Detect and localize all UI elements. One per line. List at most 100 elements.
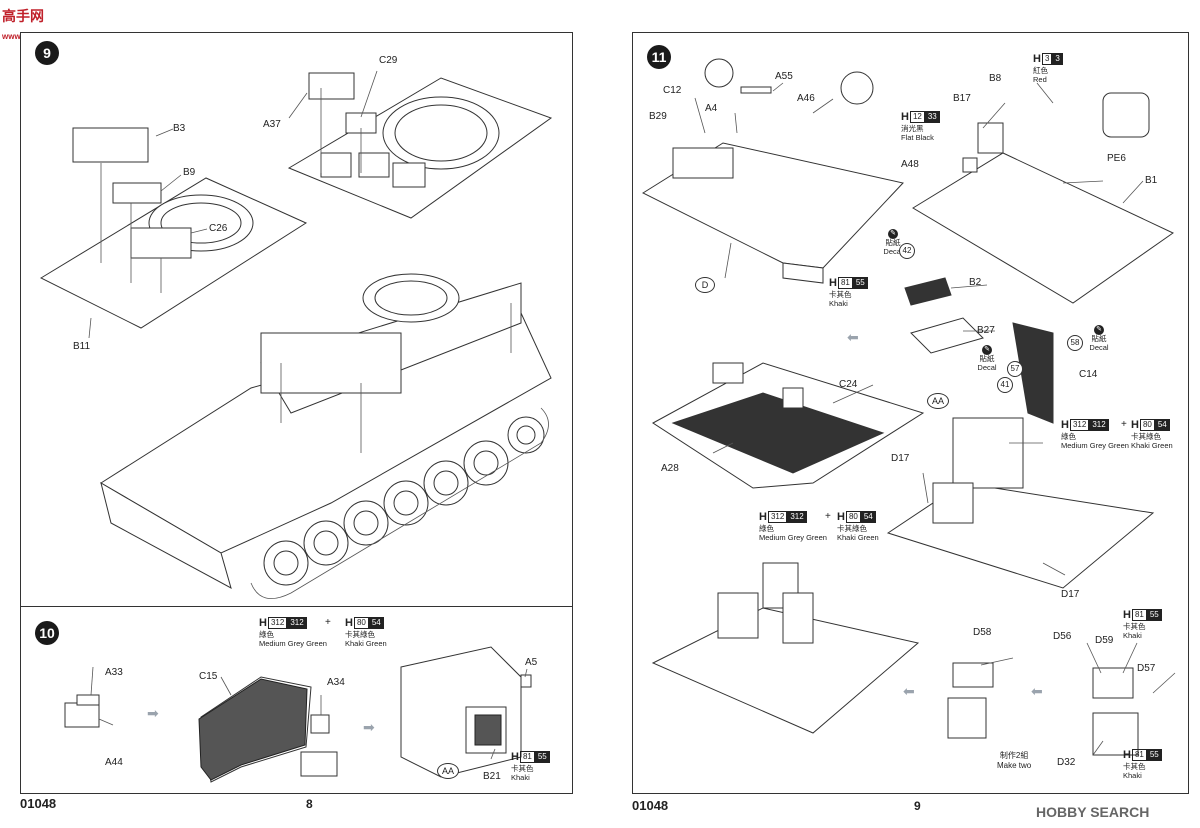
paint-name-cn: 卡其色 [1123, 762, 1146, 771]
label-b1: B1 [1145, 175, 1158, 186]
decal-number-42: 42 [899, 243, 915, 259]
paint-number: 81 [519, 751, 535, 763]
paint-b2: H 81 55 卡其色 Khaki [829, 277, 889, 311]
paint-number-dark: 312 [787, 511, 807, 523]
paint-name-cn: 綠色 [759, 524, 774, 533]
decal-name-cn: 貼紙 [885, 238, 901, 247]
paint-number: 3 [1041, 53, 1053, 65]
step11-number: 11 [647, 45, 671, 69]
paint-name-en: Khaki [829, 298, 848, 308]
paint-name-en: Medium Grey Green [1061, 440, 1129, 450]
paint-number: 312 [267, 617, 288, 629]
label-a46: A46 [797, 93, 815, 104]
paint-name-en: Khaki [1123, 770, 1142, 780]
paint-number: 312 [1069, 419, 1090, 431]
flow-arrow-icon: ➡ [147, 705, 159, 721]
decal-42: ✎ 貼紙 Decal [873, 229, 913, 256]
paint-mix-c14: H 312 312 綠色 Medium Grey Green + H 80 54… [1061, 419, 1185, 459]
paint-name-en: Red [1033, 74, 1047, 84]
paint-number-dark: 55 [852, 277, 868, 289]
right-page-number: 9 [914, 799, 921, 813]
paint-code-h: H [829, 277, 837, 289]
flow-arrow-icon: ➡ [363, 719, 375, 735]
decal-name-cn: 貼紙 [979, 354, 995, 363]
label-d59: D59 [1095, 635, 1114, 646]
label-a44: A44 [105, 757, 123, 768]
paint-name-cn: 卡其綠色 [837, 524, 867, 533]
paint-code-h: H [1123, 609, 1131, 621]
paint-code-h: H [259, 617, 267, 629]
decal-number-57: 57 [1007, 361, 1023, 377]
decal-icon: ✎ [888, 229, 898, 239]
paint-d32: H 81 55 卡其色 Khaki [1123, 749, 1183, 783]
label-a55: A55 [775, 71, 793, 82]
label-a28: A28 [661, 463, 679, 474]
paint-code-h: H [511, 751, 519, 763]
callout-aa: AA [437, 763, 459, 779]
label-b17: B17 [953, 93, 971, 104]
decal-icon: ✎ [982, 345, 992, 355]
label-b9: B9 [183, 167, 196, 178]
watermark-name: 高手网 [2, 8, 44, 24]
step9-drawing [39, 70, 553, 600]
paint-name-cn: 卡其色 [1123, 622, 1146, 631]
paint-name-cn: 卡其綠色 [1131, 432, 1161, 441]
left-page: 9 [0, 0, 590, 828]
flow-arrow-icon: ⬅ [903, 683, 915, 699]
paint-number-dark: 55 [1146, 609, 1162, 621]
paint-number: 81 [837, 277, 853, 289]
paint-number: 312 [767, 511, 788, 523]
paint-number-dark: 55 [1146, 749, 1162, 761]
label-a4: A4 [705, 103, 718, 114]
paint-number-dark: 33 [924, 111, 940, 123]
paint-name-cn: 紅色 [1033, 66, 1048, 75]
plus-sign: + [325, 617, 331, 628]
label-b8: B8 [989, 73, 1002, 84]
hobby-search-text: HOBBY SEARCH [1036, 804, 1150, 820]
step11-drawing [641, 58, 1176, 756]
paint-code-h: H [1061, 419, 1069, 431]
step10-drawing [64, 646, 532, 783]
paint-name-cn: 綠色 [259, 630, 274, 639]
paint-name-en: Khaki [511, 772, 530, 782]
make-two-en: Make two [997, 761, 1032, 770]
decal-name-en: Decal [1089, 342, 1109, 352]
paint-number: 80 [1139, 419, 1155, 431]
paint-number-dark: 54 [1154, 419, 1170, 431]
right-page: 11 [600, 0, 1200, 828]
left-page-code: 01048 [20, 796, 57, 811]
label-b11: B11 [73, 341, 91, 352]
decal-number-58: 58 [1067, 335, 1083, 351]
paint-number-dark: 54 [860, 511, 876, 523]
paint-number-dark: 54 [368, 617, 384, 629]
paint-number: 12 [909, 111, 925, 123]
flow-arrow-icon: ⬅ [1031, 683, 1043, 699]
decal-58: ✎ 貼紙 Decal [1079, 325, 1119, 352]
paint-number-dark: 312 [287, 617, 307, 629]
label-d56: D56 [1053, 631, 1072, 642]
paint-name-en: Khaki Green [1131, 440, 1173, 450]
paint-red: H 3 3 紅色 Red [1033, 53, 1093, 87]
paint-number: 80 [845, 511, 861, 523]
paint-name-en: Khaki Green [345, 638, 387, 648]
paint-b21: H 81 55 卡其色 Khaki [511, 751, 567, 785]
paint-code-h: H [901, 111, 909, 123]
paint-name-cn: 消光黑 [901, 124, 924, 133]
decal-icon: ✎ [1094, 325, 1104, 335]
label-c26: C26 [209, 223, 228, 234]
paint-name-en: Flat Black [901, 132, 934, 142]
label-c12: C12 [663, 85, 682, 96]
label-b21: B21 [483, 771, 501, 782]
label-b27: B27 [977, 325, 995, 336]
label-c15: C15 [199, 671, 218, 682]
paint-code-h: H [759, 511, 767, 523]
label-d58: D58 [973, 627, 992, 638]
paint-number: 80 [353, 617, 369, 629]
label-a48: A48 [901, 159, 919, 170]
callout-d: D [695, 277, 715, 293]
label-pe6: PE6 [1107, 153, 1126, 164]
paint-name-en: Khaki Green [837, 532, 879, 542]
paint-name-cn: 卡其色 [511, 764, 534, 773]
label-a33: A33 [105, 667, 123, 678]
paint-code-h: H [1123, 749, 1131, 761]
